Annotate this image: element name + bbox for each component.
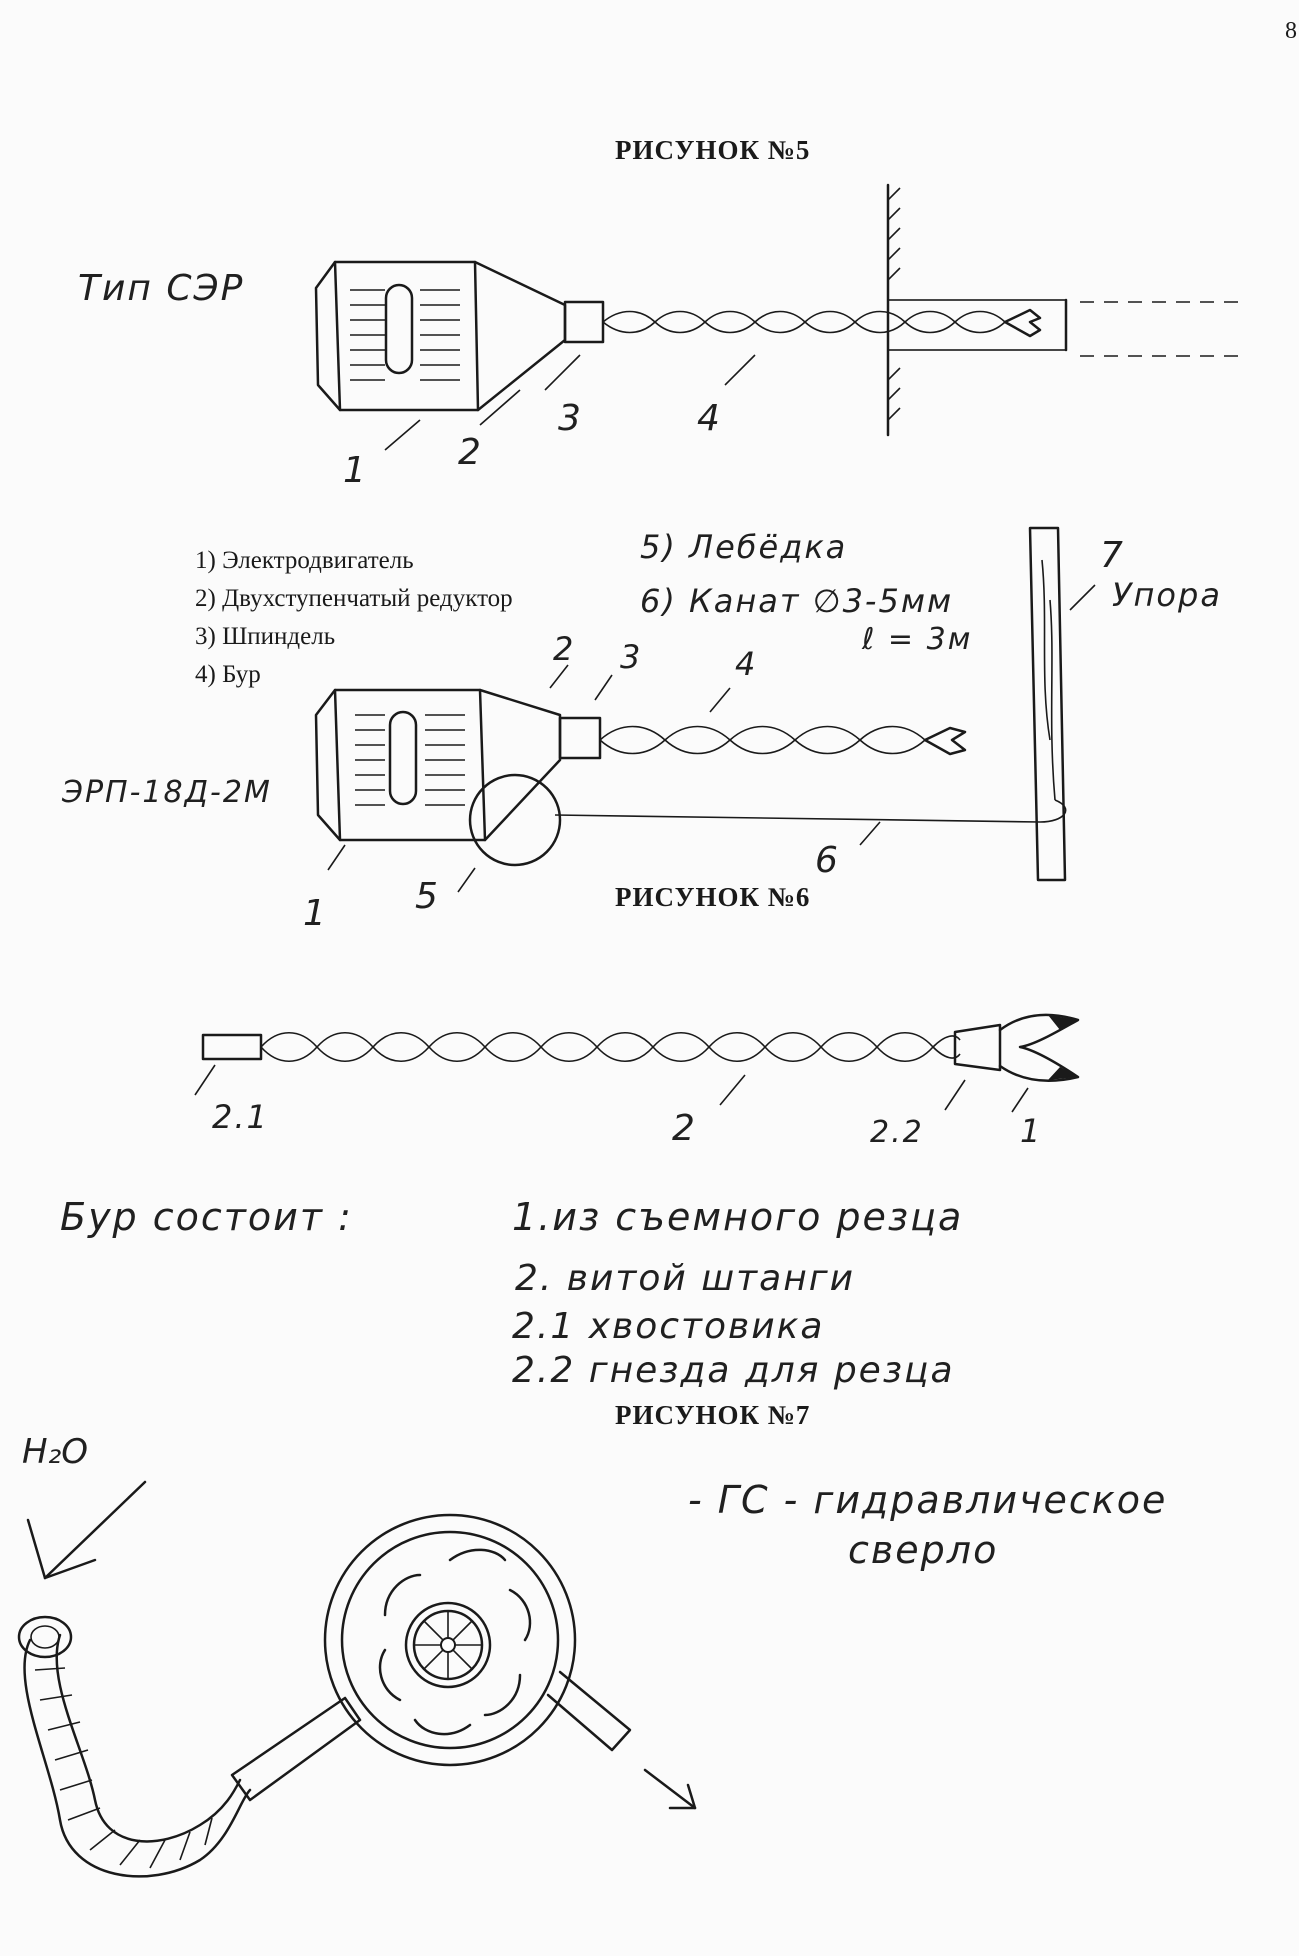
fig6-motor-window — [388, 710, 418, 806]
fig5-borehole — [887, 299, 1067, 351]
figure5-drawing — [314, 183, 1245, 451]
fig7-callout-2: 2 — [672, 1108, 697, 1149]
legend-item-5: 5) Лебёдка — [640, 528, 848, 566]
figure7-title: РИСУНОК №7 — [615, 1400, 811, 1430]
outlet-arrow — [643, 1768, 697, 1810]
fig7-callout-2-2: 2.2 — [870, 1115, 924, 1150]
outlet-pipe — [546, 1670, 632, 1752]
drill-description-item-2: 2. витой штанги — [515, 1258, 856, 1299]
legend-item-6-length: ℓ = 3м — [862, 622, 973, 657]
fig6-callout-3: 3 — [620, 638, 643, 676]
fig6-reducer — [478, 688, 562, 842]
fig6-callout-4: 4 — [735, 645, 758, 683]
fig5-motor-window — [384, 283, 414, 375]
figure7-drawing — [194, 1013, 1080, 1113]
legend-item-1: 1) Электродвигатель — [195, 547, 414, 574]
fig7-cutter-socket — [953, 1023, 1002, 1072]
fig5-callout-4: 4 — [697, 398, 722, 439]
legend-item-4: 4) Бур — [195, 661, 261, 688]
fig5-callout-2: 2 — [458, 432, 483, 473]
fig7-twisted-rod — [260, 1032, 961, 1062]
page-number: 8 — [1285, 18, 1297, 44]
inlet-pipe — [230, 1696, 362, 1802]
fig6-callout-2: 2 — [553, 630, 576, 668]
legend-item-6: 6) Канат ∅3-5мм — [640, 582, 954, 620]
fig5-reducer — [473, 260, 567, 412]
fig6-callout-6: 6 — [815, 840, 840, 881]
fig5-callout-1: 1 — [343, 450, 368, 491]
hose-nozzle — [17, 1615, 73, 1659]
drill-description-item-4: 2.2 гнезда для резца — [512, 1350, 955, 1391]
turbine-housing — [323, 1513, 577, 1767]
turbine-rotor — [404, 1601, 492, 1689]
legend-item-7-number: 7 — [1100, 535, 1125, 576]
hose-outer — [23, 1638, 252, 1878]
legend-item-7: Упора — [1112, 576, 1222, 614]
fig6-callout-5: 5 — [415, 876, 440, 917]
drill-description-item-1: 1.из съемного резца — [512, 1195, 964, 1239]
fig7-callout-1: 1 — [1020, 1112, 1043, 1150]
fig5-callout-3: 3 — [558, 398, 583, 439]
fig6-auger — [599, 725, 926, 755]
figure5-type-label: Тип СЭР — [78, 268, 245, 309]
fig5-motor-fins — [350, 289, 460, 381]
figure6-drawing — [314, 526, 1096, 893]
fig7-shank — [201, 1033, 263, 1061]
fig5-spindle — [563, 300, 605, 344]
figure6-model-label: ЭРП-18Д-2М — [62, 775, 272, 810]
fig5-cutter — [1003, 308, 1042, 338]
fig6-callout-1: 1 — [303, 893, 328, 934]
legend-printed: 1) Электродвигатель 2) Двухступенчатый р… — [195, 542, 513, 694]
drill-description-heading: Бур состоит : — [60, 1195, 353, 1239]
fig6-rope — [554, 799, 1067, 823]
water-arrow — [43, 1480, 147, 1580]
drill-description-item-3: 2.1 хвостовика — [512, 1306, 825, 1347]
fig6-support-post — [1028, 526, 1067, 882]
hydro-caption-line1: - ГС - гидравлическое — [688, 1478, 1168, 1522]
figure5-title: РИСУНОК №5 — [615, 135, 811, 165]
fig7-cutter — [998, 1013, 1080, 1083]
fig6-spindle — [558, 716, 602, 760]
fig7-callout-2-1: 2.1 — [212, 1098, 269, 1136]
legend-item-2: 2) Двухступенчатый редуктор — [195, 585, 513, 612]
fig5-auger — [602, 310, 1006, 334]
hydro-caption-line2: сверло — [848, 1528, 999, 1572]
hydraulic-drill-drawing — [17, 1480, 697, 1878]
fig6-cutter — [923, 726, 967, 756]
turbine-blades — [378, 1548, 532, 1736]
water-label: H₂O — [22, 1432, 88, 1472]
figure6-title: РИСУНОК №6 — [615, 882, 811, 912]
fig6-motor-fins — [355, 714, 465, 806]
fig6-winch — [468, 773, 562, 867]
legend-item-3: 3) Шпиндель — [195, 623, 336, 650]
